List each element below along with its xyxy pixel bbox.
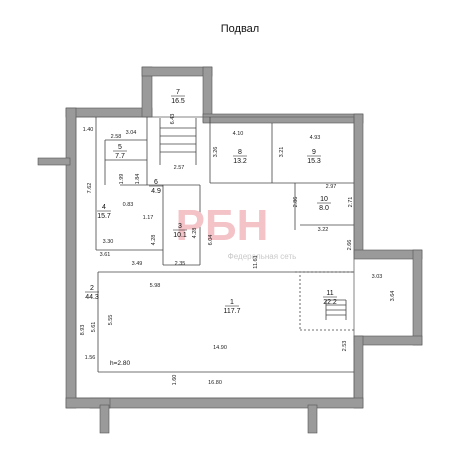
- watermark-caption: Федеральная сеть: [228, 252, 297, 261]
- dimension-label: 3.49: [132, 261, 143, 267]
- room-area: 4.9: [151, 188, 161, 195]
- room-area: 117.7: [224, 308, 241, 315]
- room-number: 6: [154, 179, 158, 186]
- dimension-label: 2.53: [342, 341, 348, 352]
- dimension-label: 6.43: [170, 114, 176, 125]
- room-area: 15.3: [307, 158, 321, 165]
- dimension-label: 4.28: [151, 235, 157, 246]
- dimension-label: 0.83: [123, 202, 134, 208]
- room-area: 13.2: [233, 158, 247, 165]
- dimension-label: 2.66: [347, 240, 353, 251]
- room-area: 7.7: [115, 153, 125, 160]
- dimension-label: 1.56: [85, 355, 96, 361]
- room-number: 9: [312, 149, 316, 156]
- dimension-label: 2.71: [348, 197, 354, 208]
- dimension-label: 4.28: [192, 228, 198, 239]
- dimension-label: 16.80: [208, 380, 222, 386]
- dimension-label: 3.04: [126, 130, 137, 136]
- dimension-label: 3.22: [318, 227, 329, 233]
- dimension-label: 3.26: [213, 147, 219, 158]
- room-area: 22.2: [323, 299, 337, 306]
- dimension-label: 11.61: [253, 255, 259, 268]
- dimension-label: 5.55: [108, 315, 114, 326]
- dimension-label: 2.58: [111, 134, 122, 140]
- dimension-label: 3.61: [100, 252, 111, 258]
- inner-walls: [75, 116, 355, 399]
- room-labels: 1 117.7 2 44.3 3 10.1 4 15.7 5 7.7 6 4.9 7 16.5 8 13.2 9…: [85, 89, 337, 315]
- room-number: 2: [90, 285, 94, 292]
- room-area: 44.3: [85, 294, 99, 301]
- dimension-label: 1.40: [83, 127, 94, 133]
- dimension-label: 1.17: [143, 215, 154, 221]
- dimension-label: 5.61: [91, 322, 97, 333]
- dimension-label: 2.86: [293, 197, 299, 208]
- ceiling-height: h=2.80: [110, 360, 130, 367]
- dimension-label: 14.90: [213, 345, 227, 351]
- dimension-label: 1.60: [172, 375, 178, 386]
- dimension-label: 3.64: [390, 291, 396, 302]
- dimension-label: 2.97: [326, 184, 337, 190]
- dimension-label: 8.93: [80, 325, 86, 336]
- dimension-label: 5.98: [150, 283, 161, 289]
- plan-title: Подвал: [221, 23, 259, 35]
- room-number: 10: [320, 196, 328, 203]
- outer-walls: [37, 66, 423, 434]
- dimension-label: 1.84: [135, 174, 141, 185]
- dimension-label: 2.57: [174, 165, 185, 171]
- room-number: 8: [238, 149, 242, 156]
- dimension-label: 6.04: [208, 235, 214, 246]
- room-number: 5: [118, 144, 122, 151]
- dimension-label: 3.03: [372, 274, 383, 280]
- dimension-label: 7.62: [87, 183, 93, 194]
- room-area: 15.7: [97, 213, 111, 220]
- room-number: 7: [176, 89, 180, 96]
- room-number: 3: [178, 223, 182, 230]
- room-number: 11: [326, 290, 333, 297]
- room-number: 4: [102, 204, 106, 211]
- dimension-label: 1.99: [119, 174, 125, 185]
- room-area: 8.0: [319, 205, 329, 212]
- dimension-label: 3.30: [103, 239, 114, 245]
- room-area: 10.1: [173, 232, 187, 239]
- dimension-label: 3.21: [279, 147, 285, 158]
- dimension-label: 4.93: [310, 135, 321, 141]
- room-area: 16.5: [171, 98, 185, 105]
- dimension-label: 2.35: [175, 261, 186, 267]
- room-number: 1: [230, 299, 234, 306]
- dimension-label: 4.10: [233, 131, 244, 137]
- watermark-logo: РБН: [176, 201, 269, 250]
